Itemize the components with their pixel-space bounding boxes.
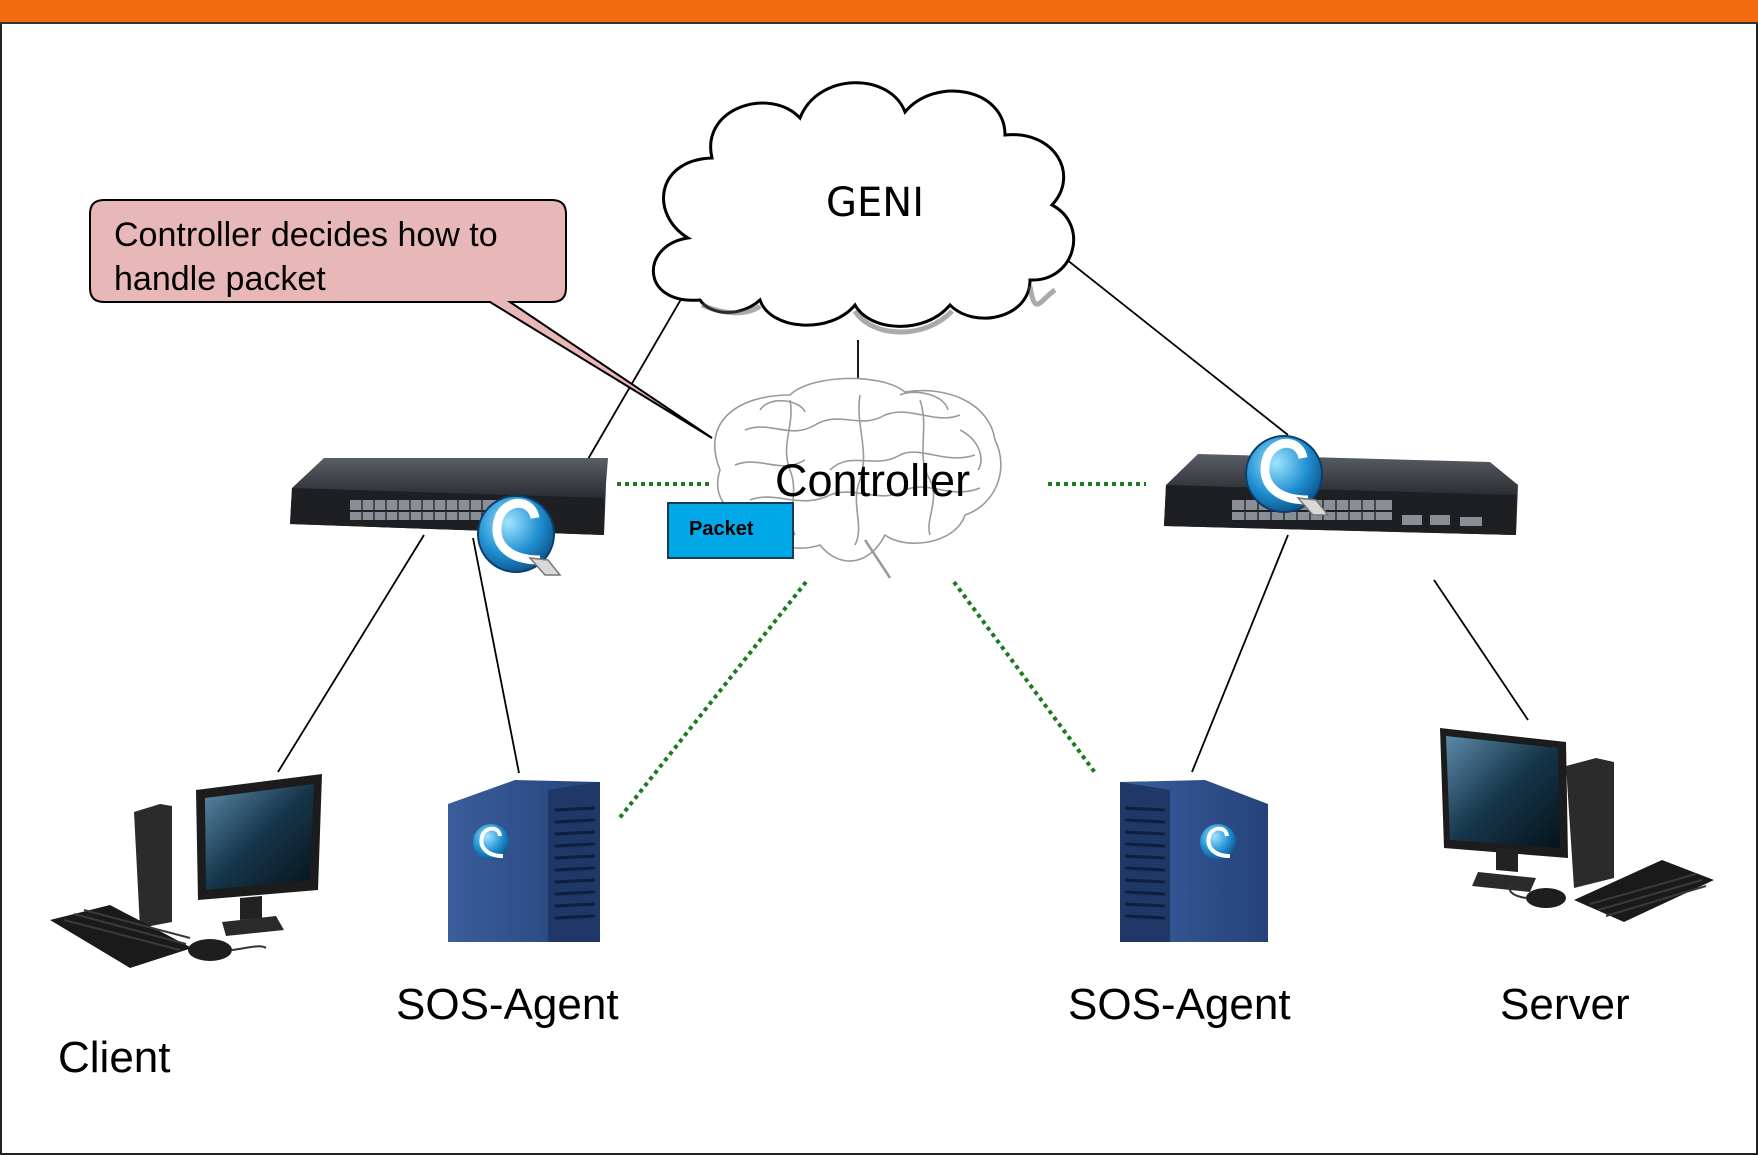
server-label: Server xyxy=(1500,980,1630,1029)
top-accent-bar xyxy=(0,0,1758,24)
link-right-switch-server xyxy=(1433,579,1529,721)
openflow-logo-icon xyxy=(1245,435,1330,516)
client-label: Client xyxy=(58,1033,171,1082)
desktop-computer-icon xyxy=(1440,728,1714,922)
network-switch-left xyxy=(290,458,608,535)
desktop-computer-icon xyxy=(50,774,322,968)
network-switch-right xyxy=(1164,454,1518,535)
control-link-right-sos-agent xyxy=(952,580,1098,776)
controller-label: Controller xyxy=(775,455,971,506)
sos-agent-right-label: SOS-Agent xyxy=(1068,980,1291,1029)
control-link-left-sos-agent xyxy=(616,580,808,822)
link-left-switch-sos-agent xyxy=(472,537,520,774)
server-tower-icon xyxy=(1120,780,1268,942)
link-right-switch-sos-agent xyxy=(1191,534,1289,773)
link-cloud-right-switch xyxy=(1051,247,1289,436)
sos-agent-left-label: SOS-Agent xyxy=(396,980,619,1029)
openflow-logo-icon xyxy=(477,495,562,576)
cloud-label: GENI xyxy=(826,180,924,226)
callout-text: Controller decides how to handle packet xyxy=(114,216,498,298)
packet-box: Packet xyxy=(667,502,794,559)
callout-bubble xyxy=(89,199,713,439)
cloud-icon xyxy=(651,81,1076,335)
packet-label: Packet xyxy=(689,518,754,540)
server-tower-icon xyxy=(448,780,600,942)
link-left-switch-client xyxy=(277,534,425,773)
control-links xyxy=(616,482,1146,822)
